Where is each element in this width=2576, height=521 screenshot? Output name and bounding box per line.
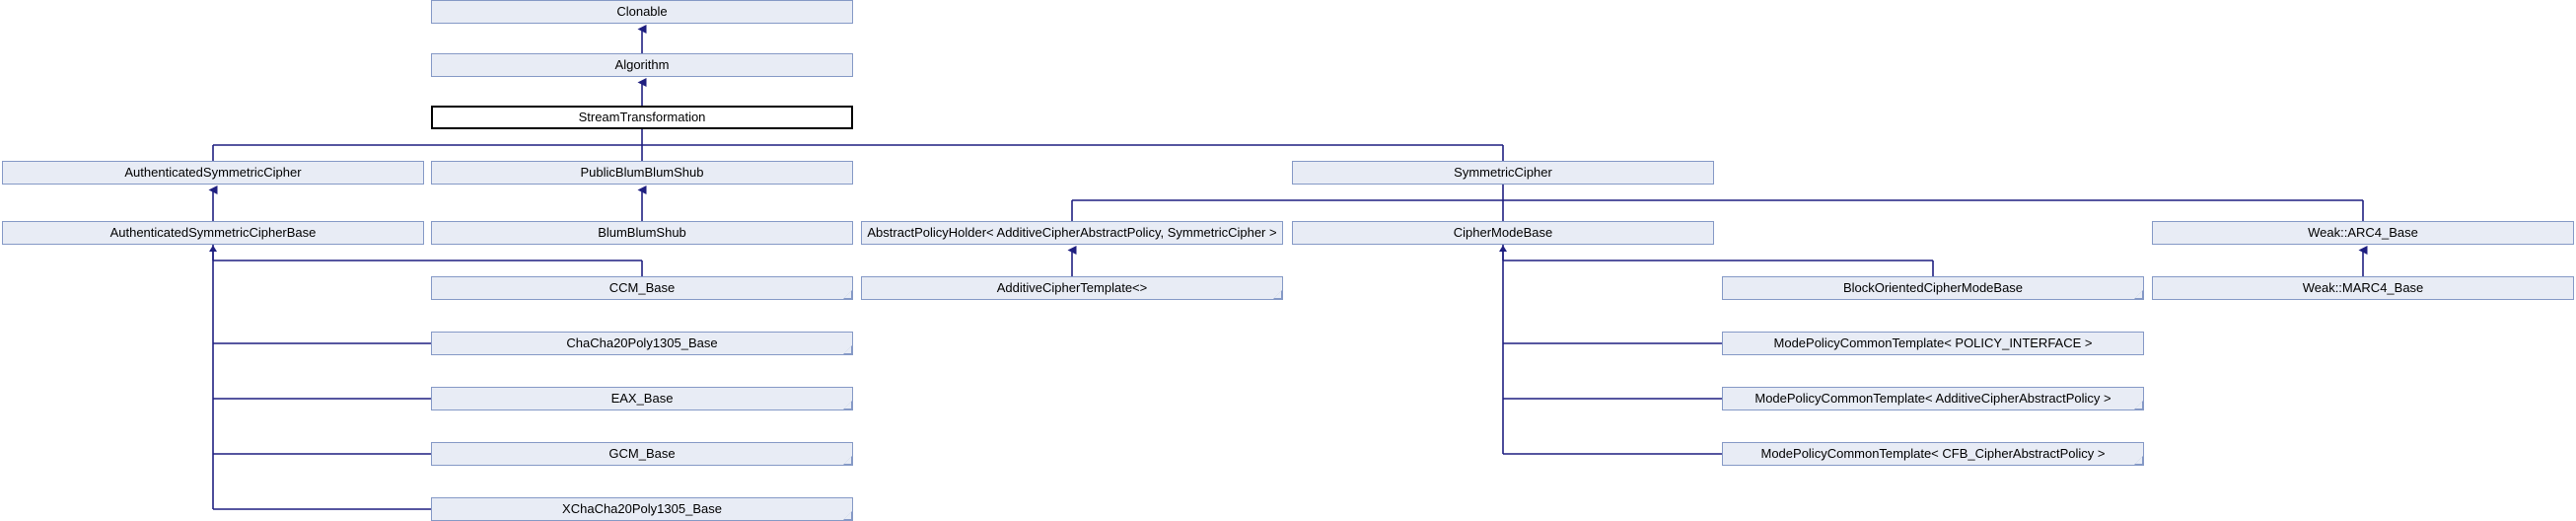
class-node-weak_marc4_base[interactable]: Weak::MARC4_Base bbox=[2152, 276, 2574, 300]
class-node-clonable[interactable]: Clonable bbox=[431, 0, 853, 24]
class-node-label: BlumBlumShub bbox=[598, 225, 686, 240]
class-node-label: AdditiveCipherTemplate<> bbox=[996, 280, 1148, 295]
class-node-label: Weak::ARC4_Base bbox=[2308, 225, 2418, 240]
inheritance-edges bbox=[208, 25, 2368, 510]
class-node-xchacha20poly1305_base[interactable]: XChaCha20Poly1305_Base bbox=[431, 497, 853, 521]
inheritance-arrowhead bbox=[1499, 245, 1507, 252]
class-node-ciphermodebase[interactable]: CipherModeBase bbox=[1292, 221, 1714, 245]
class-node-label: StreamTransformation bbox=[578, 110, 706, 124]
class-node-modepolicy_additive[interactable]: ModePolicyCommonTemplate< AdditiveCipher… bbox=[1722, 387, 2144, 410]
class-node-eax_base[interactable]: EAX_Base bbox=[431, 387, 853, 410]
class-node-label: Clonable bbox=[616, 4, 668, 19]
class-node-blockorientedciphermodebase[interactable]: BlockOrientedCipherModeBase bbox=[1722, 276, 2144, 300]
class-node-label: ChaCha20Poly1305_Base bbox=[566, 335, 718, 350]
class-node-gcm_base[interactable]: GCM_Base bbox=[431, 442, 853, 466]
class-node-label: CCM_Base bbox=[608, 280, 676, 295]
class-node-label: ModePolicyCommonTemplate< CFB_CipherAbst… bbox=[1760, 446, 2106, 461]
class-node-ccm_base[interactable]: CCM_Base bbox=[431, 276, 853, 300]
class-node-abstractpolicyholder[interactable]: AbstractPolicyHolder< AdditiveCipherAbst… bbox=[861, 221, 1283, 245]
class-node-label: XChaCha20Poly1305_Base bbox=[562, 501, 722, 516]
class-node-label: CipherModeBase bbox=[1453, 225, 1553, 240]
class-node-chacha20poly1305_base[interactable]: ChaCha20Poly1305_Base bbox=[431, 332, 853, 355]
class-node-authsymcipherbase[interactable]: AuthenticatedSymmetricCipherBase bbox=[2, 221, 424, 245]
class-node-weak_arc4_base[interactable]: Weak::ARC4_Base bbox=[2152, 221, 2574, 245]
class-node-modepolicy_cfb[interactable]: ModePolicyCommonTemplate< CFB_CipherAbst… bbox=[1722, 442, 2144, 466]
class-node-symmetriccipher[interactable]: SymmetricCipher bbox=[1292, 161, 1714, 185]
class-node-label: BlockOrientedCipherModeBase bbox=[1842, 280, 2024, 295]
class-node-publicblumblumshub[interactable]: PublicBlumBlumShub bbox=[431, 161, 853, 185]
class-node-label: PublicBlumBlumShub bbox=[580, 165, 704, 180]
class-node-label: GCM_Base bbox=[608, 446, 676, 461]
class-node-label: Algorithm bbox=[614, 57, 670, 72]
class-node-blumblumshub[interactable]: BlumBlumShub bbox=[431, 221, 853, 245]
class-node-label: AbstractPolicyHolder< AdditiveCipherAbst… bbox=[867, 225, 1277, 240]
class-node-label: SymmetricCipher bbox=[1454, 165, 1552, 180]
class-node-label: ModePolicyCommonTemplate< POLICY_INTERFA… bbox=[1773, 335, 2093, 350]
class-node-streamtransformation[interactable]: StreamTransformation bbox=[431, 106, 853, 129]
class-node-algorithm[interactable]: Algorithm bbox=[431, 53, 853, 77]
class-node-label: ModePolicyCommonTemplate< AdditiveCipher… bbox=[1754, 391, 2111, 406]
class-node-modepolicy_policy_interface[interactable]: ModePolicyCommonTemplate< POLICY_INTERFA… bbox=[1722, 332, 2144, 355]
class-node-label: AuthenticatedSymmetricCipher bbox=[124, 165, 302, 180]
class-node-authsymcipher[interactable]: AuthenticatedSymmetricCipher bbox=[2, 161, 424, 185]
class-node-label: Weak::MARC4_Base bbox=[2302, 280, 2424, 295]
class-node-additiveciphertemplate[interactable]: AdditiveCipherTemplate<> bbox=[861, 276, 1283, 300]
inheritance-arrowhead bbox=[209, 245, 217, 252]
class-node-label: EAX_Base bbox=[610, 391, 674, 406]
class-node-label: AuthenticatedSymmetricCipherBase bbox=[109, 225, 317, 240]
